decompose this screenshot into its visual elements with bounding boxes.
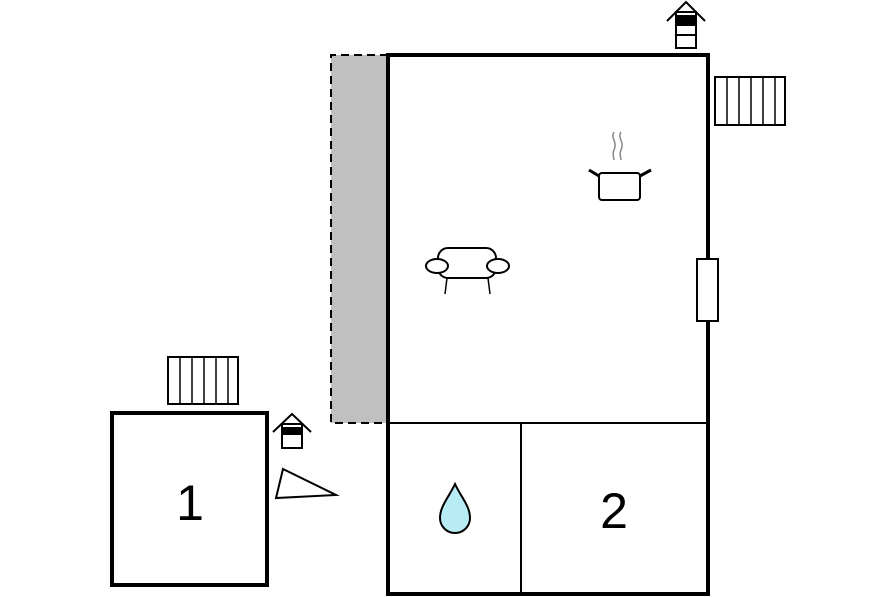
main-building [386,53,710,596]
window-icon [696,258,719,322]
room-label-1: 1 [176,475,204,531]
radiator-icon [167,356,239,405]
sofa-icon [425,247,510,295]
house-entrance-icon [272,412,312,449]
annex-building [110,411,269,587]
cooking-pot-icon [588,131,652,201]
radiator-icon [714,76,786,126]
triangle-stairs-icon [274,467,340,500]
room-label-2: 2 [600,483,628,539]
water-drop-icon [438,481,472,534]
house-entrance-icon [666,0,706,49]
terrace [330,54,388,424]
